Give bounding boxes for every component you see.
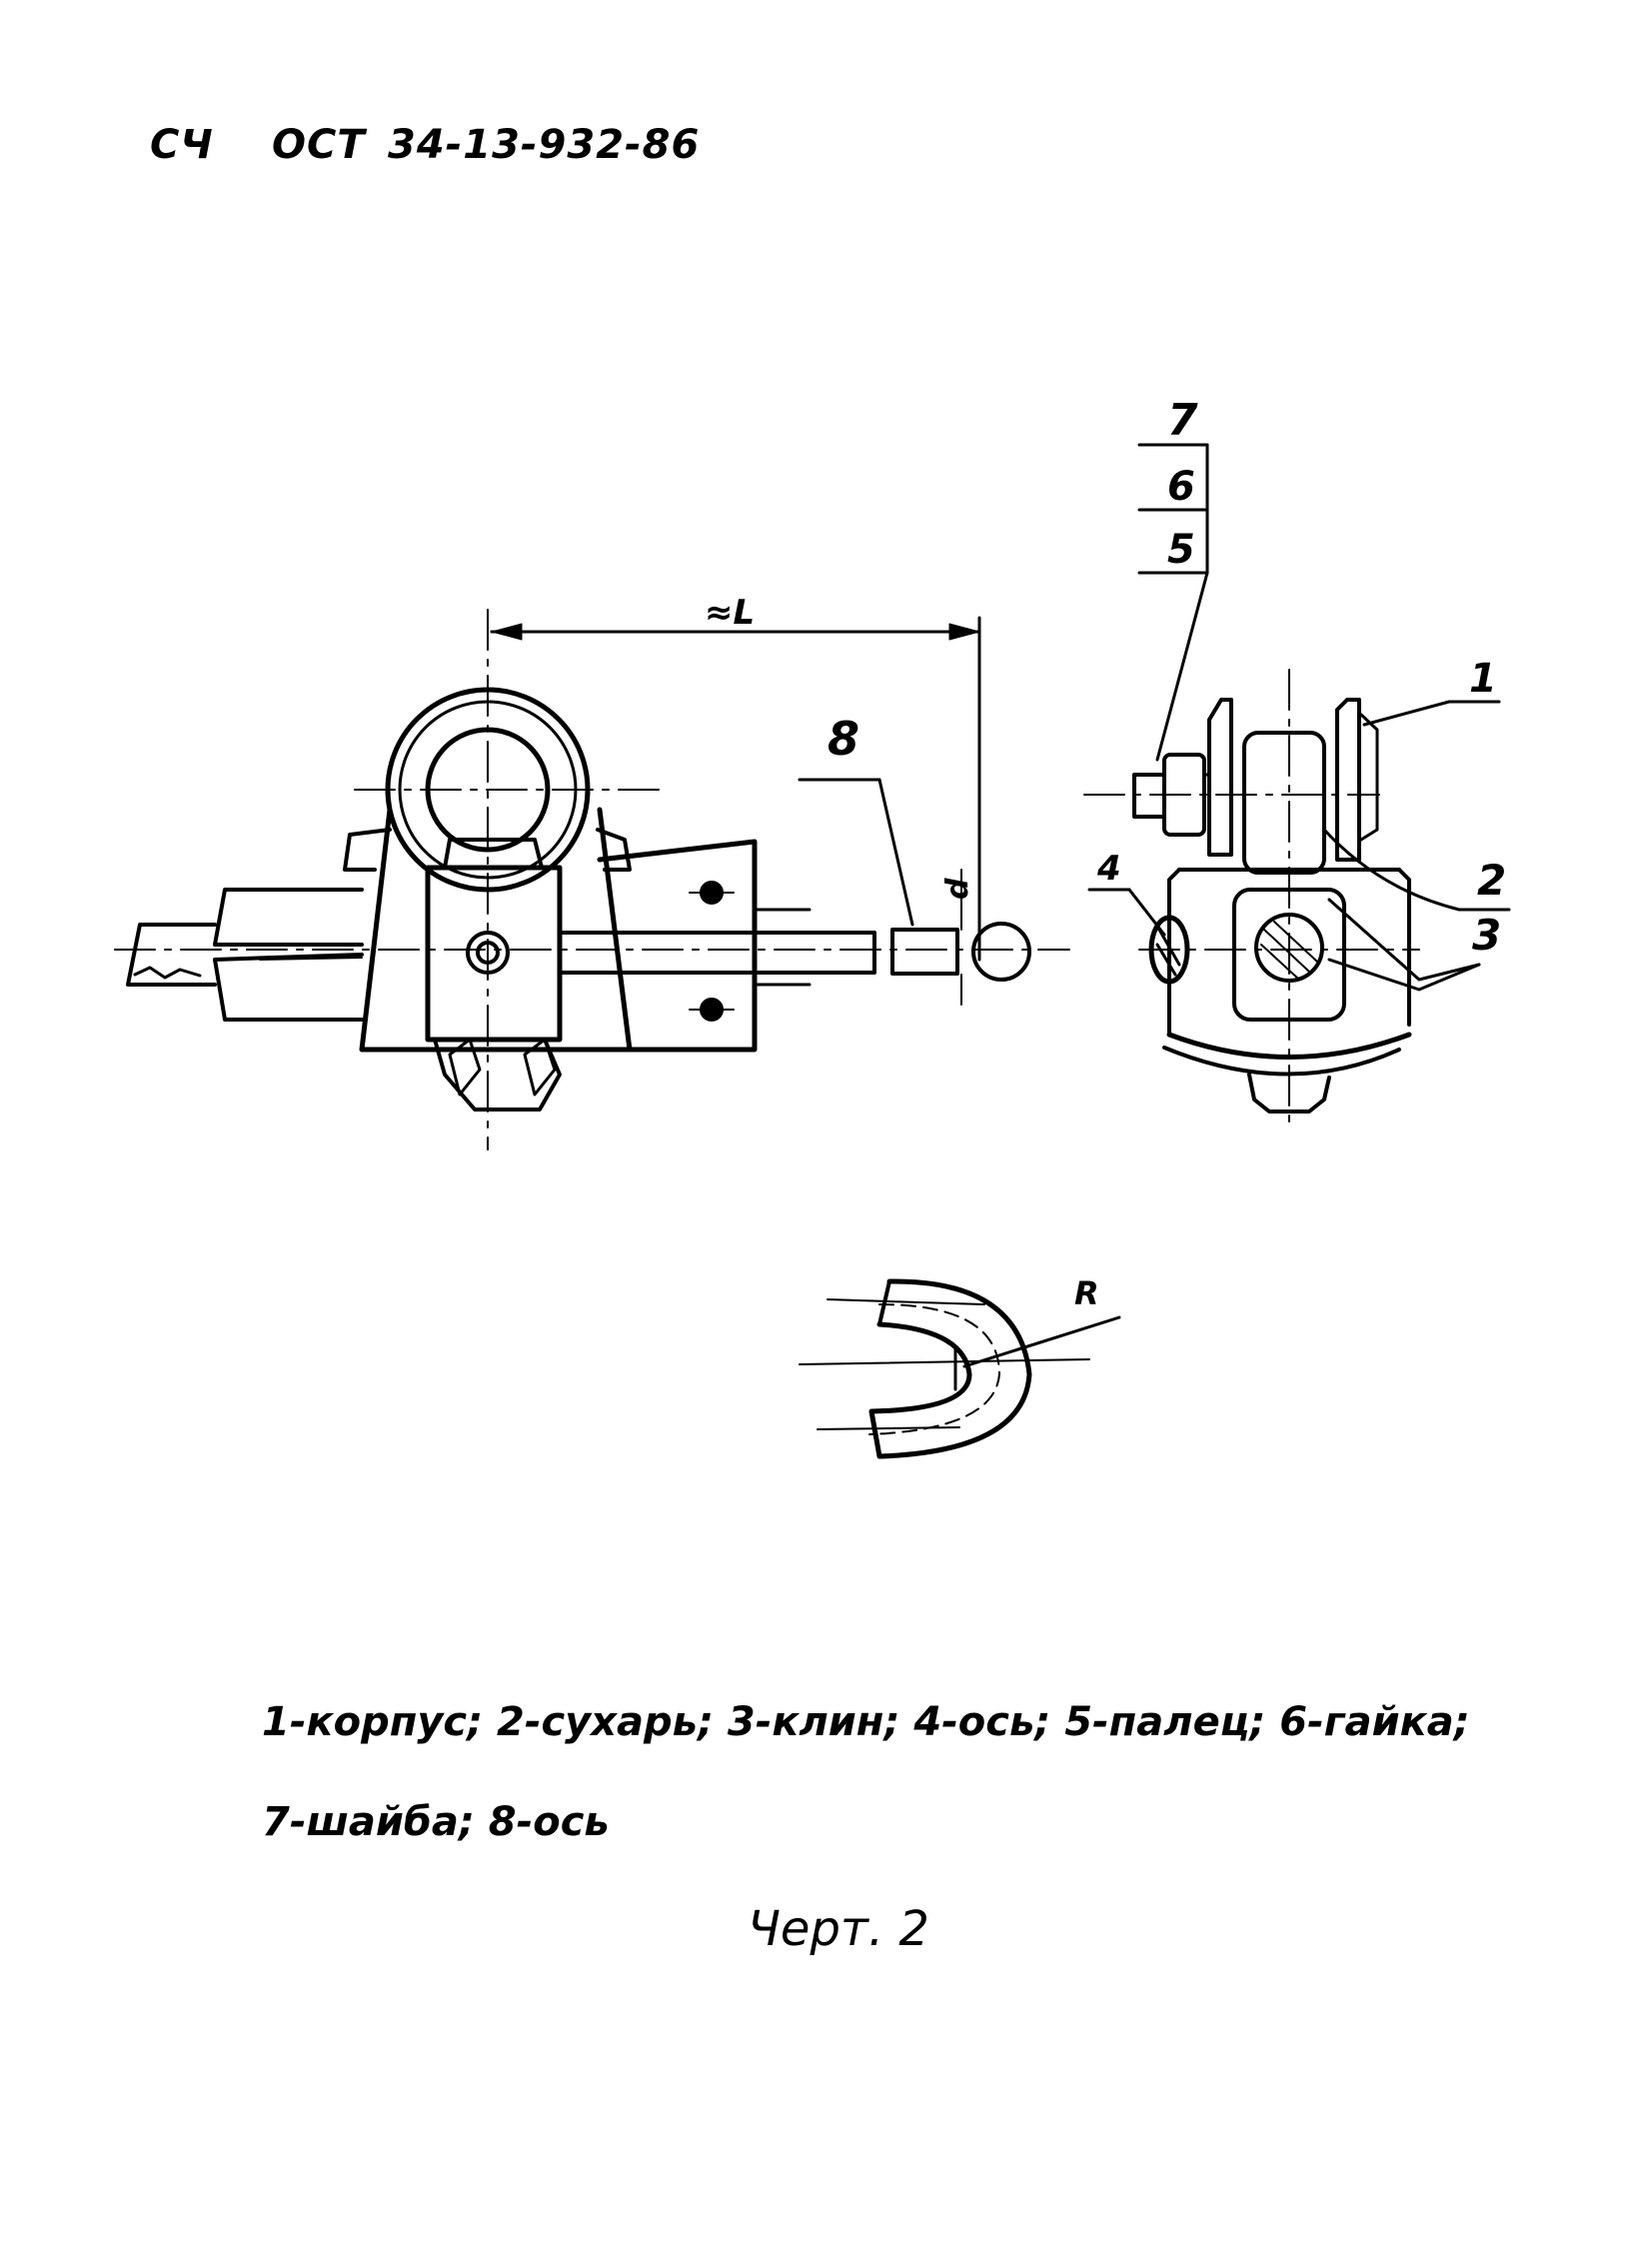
callout-4: 4 [1096,849,1121,889]
legend-line-1: 1-корпус; 2-сухарь; 3-клин; 4-ось; 5-пал… [262,1699,1470,1745]
callout-3: 3 [1472,911,1501,960]
header-standard: ОСТ [272,122,366,168]
detail-r [799,1278,1121,1459]
side-view [1083,443,1511,1130]
callout-1: 1 [1469,656,1497,702]
legend-line-2: 7-шайба; 8-ось [262,1799,610,1845]
callout-8: 8 [827,712,859,766]
header-code: СЧ [150,122,214,168]
callout-7: 7 [1167,395,1198,446]
dimension-label: ≈L [705,593,755,633]
callout-2: 2 [1477,856,1506,905]
figure-caption: Черт. 2 [748,1901,929,1957]
diameter-label: d [940,878,975,900]
radius-label: R [1074,1274,1099,1312]
header-number: 34-13-932-86 [388,122,701,168]
callout-5: 5 [1167,527,1195,573]
callout-6: 6 [1167,464,1195,510]
front-view [114,609,1070,1150]
